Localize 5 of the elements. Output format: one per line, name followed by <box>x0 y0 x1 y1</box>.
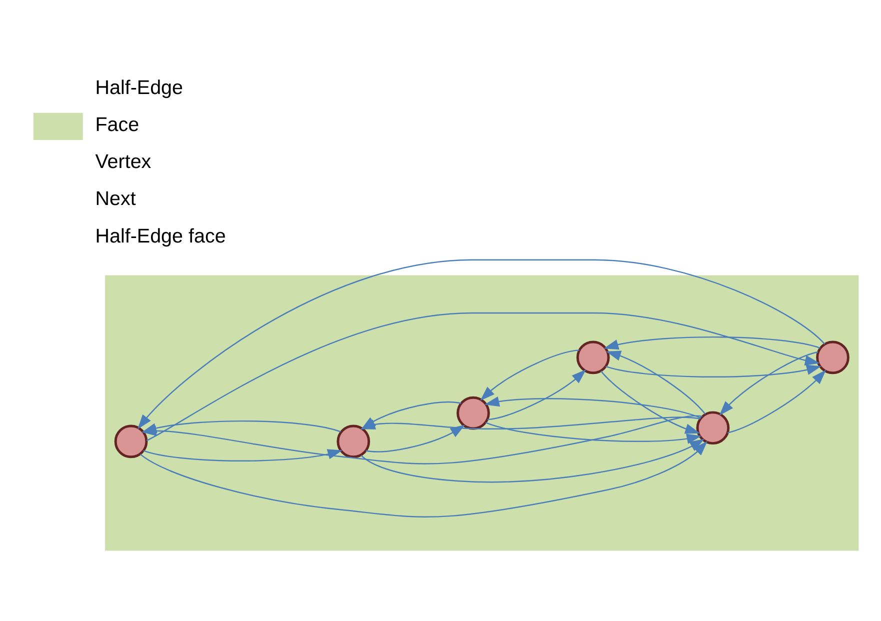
legend-label: Vertex <box>95 151 152 174</box>
legend-label: Next <box>95 188 136 210</box>
legend-label: Half-Edge face <box>95 225 226 248</box>
legend-label: Face <box>95 114 140 136</box>
legend-label: Half-Edge <box>95 77 184 100</box>
